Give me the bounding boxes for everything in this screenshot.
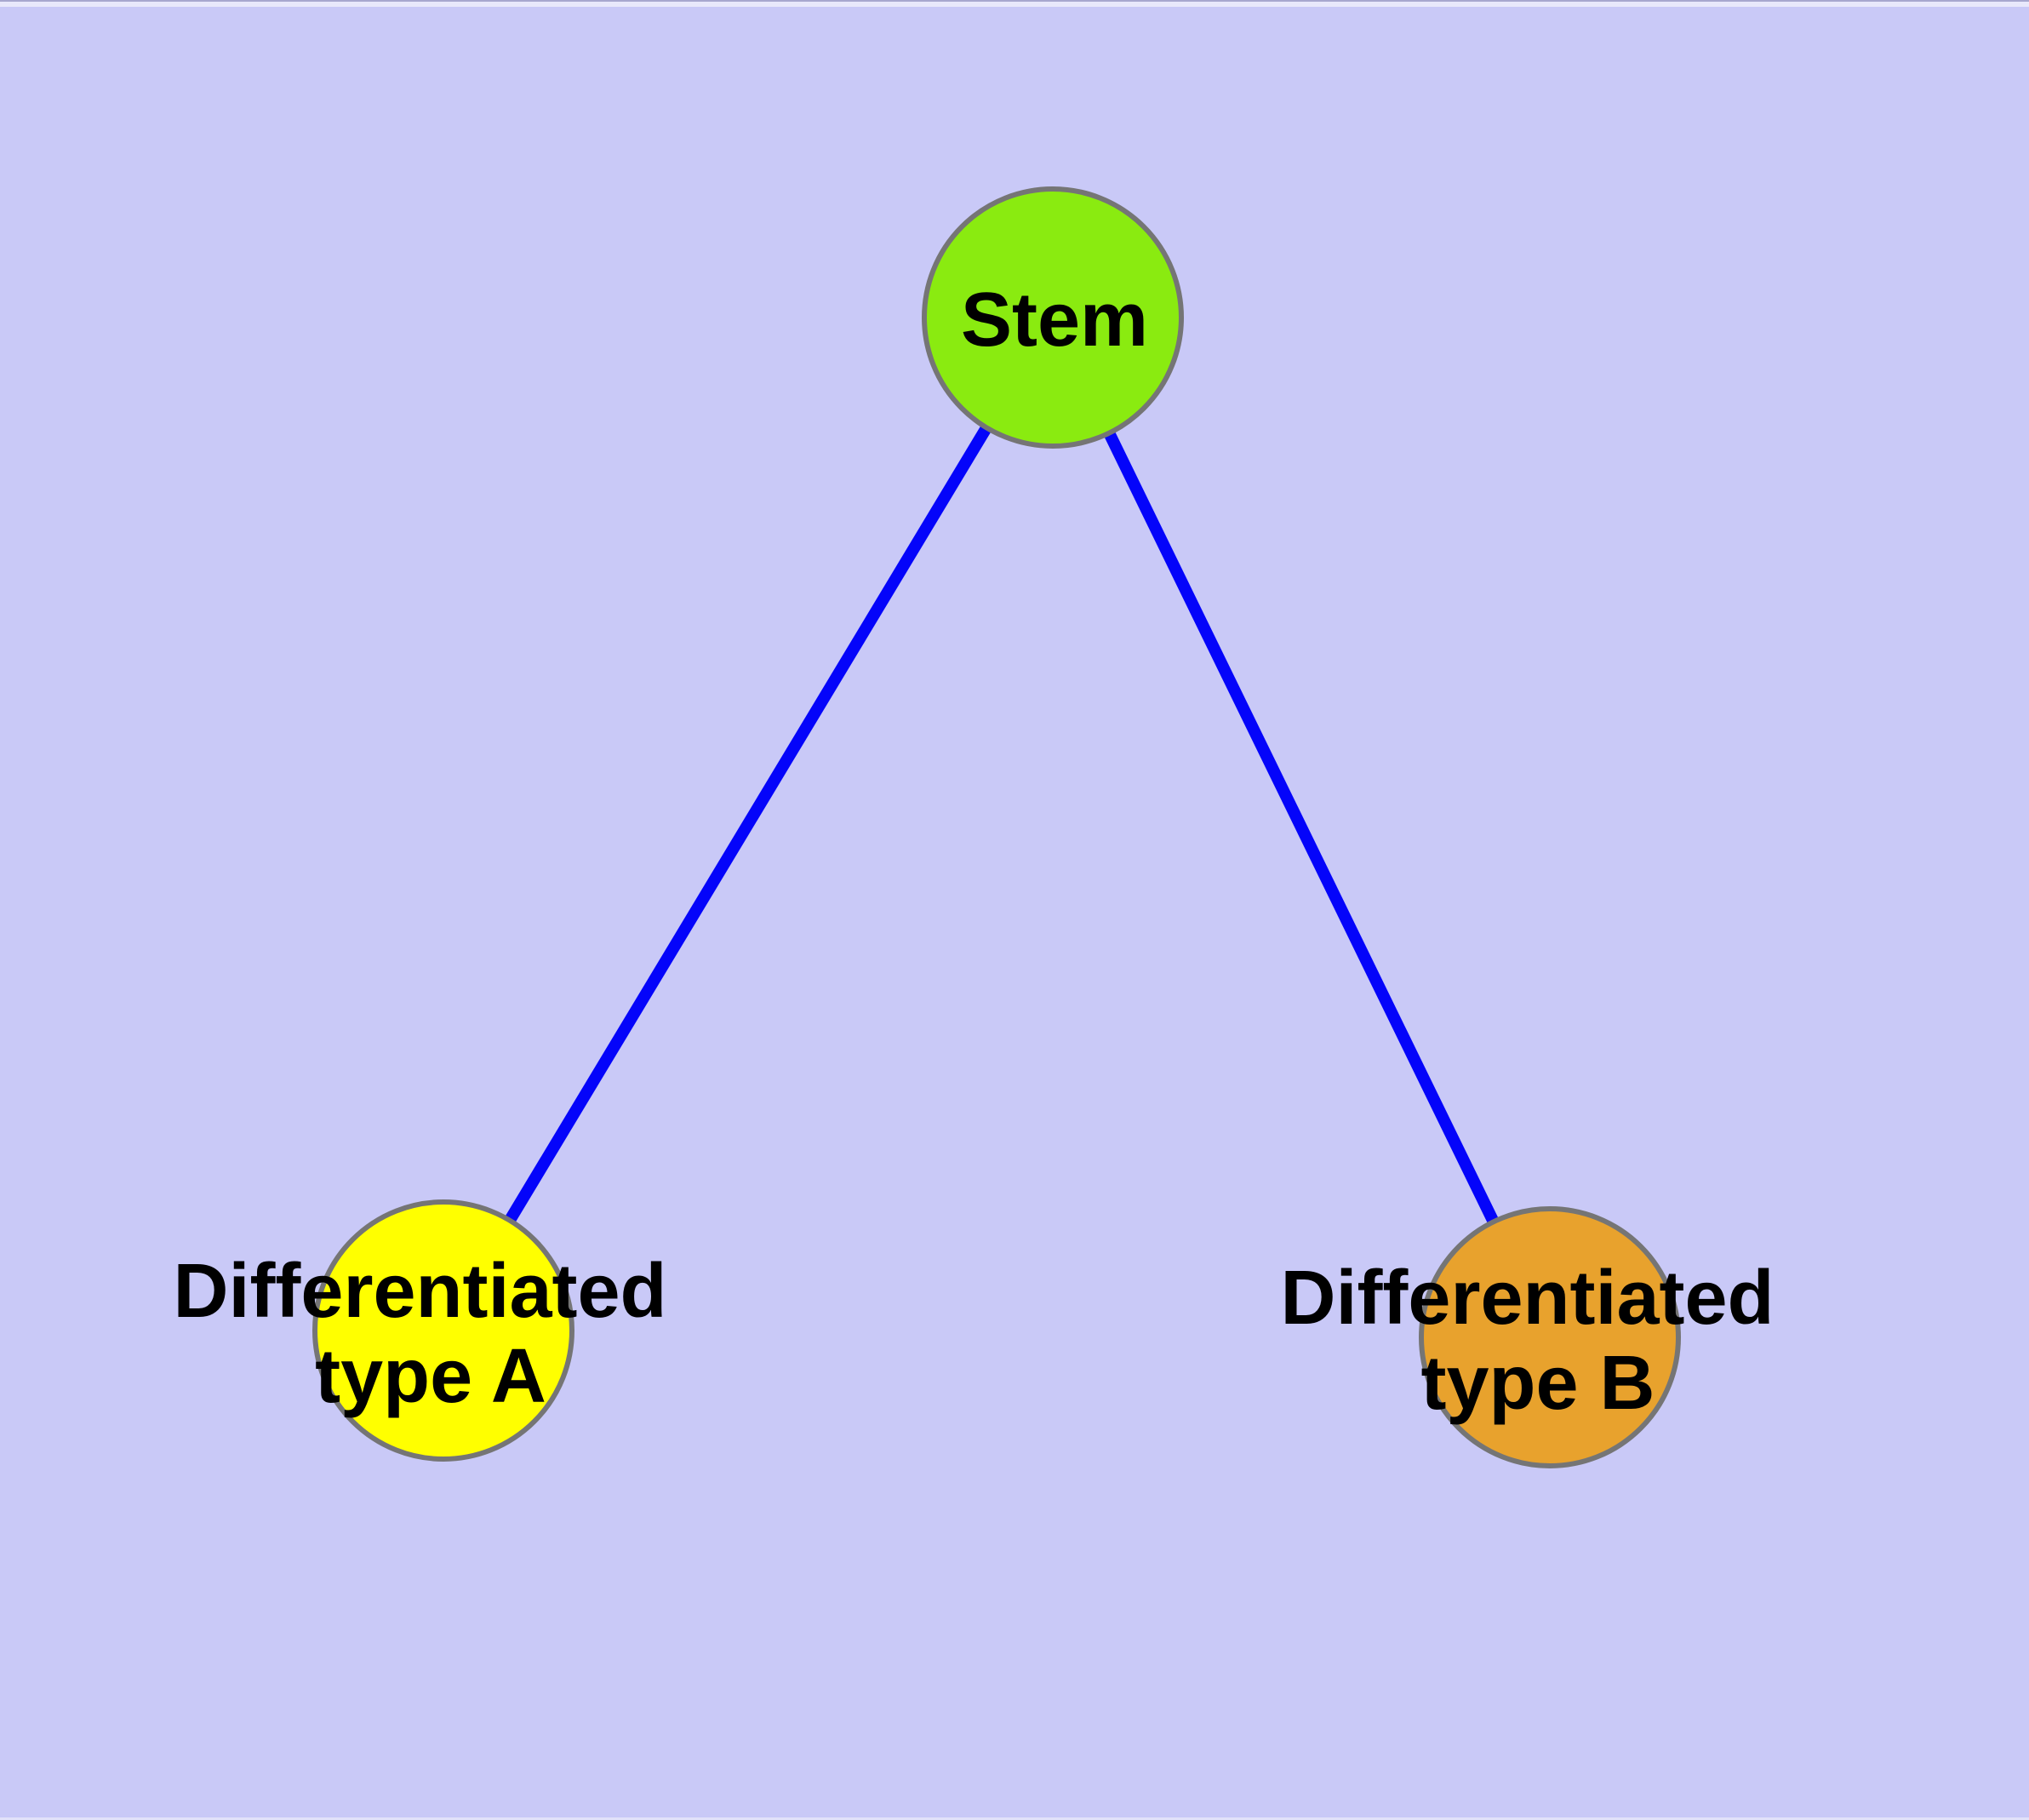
node-stem-label: Stem: [961, 278, 1148, 363]
window-top-edge-strip: [0, 2, 2029, 7]
node-differentiated-type-b-label-line-2: type B: [1420, 1341, 1655, 1426]
node-differentiated-type-a-label-line-2: type A: [315, 1334, 546, 1419]
node-differentiated-type-a-label: Differentiated type A: [173, 1249, 688, 1419]
node-stem-label-line-1: Stem: [961, 278, 1148, 363]
node-differentiated-type-b-circle: [1419, 1206, 1681, 1468]
node-differentiated-type-a-label-line-1: Differentiated: [173, 1249, 666, 1334]
node-differentiated-type-b-label-line-1: Differentiated: [1280, 1256, 1774, 1341]
node-stem-circle: [922, 186, 1184, 449]
window-top-edge-line: [0, 0, 2029, 2]
edge-stem-to-type-a: [438, 314, 1058, 1334]
edge-stem-to-type-b: [1047, 314, 1556, 1341]
node-differentiated-type-a-circle: [312, 1199, 574, 1462]
node-differentiated-type-b-label: Differentiated type B: [1280, 1256, 1795, 1426]
window-bottom-edge-strip: [0, 1817, 2029, 1820]
